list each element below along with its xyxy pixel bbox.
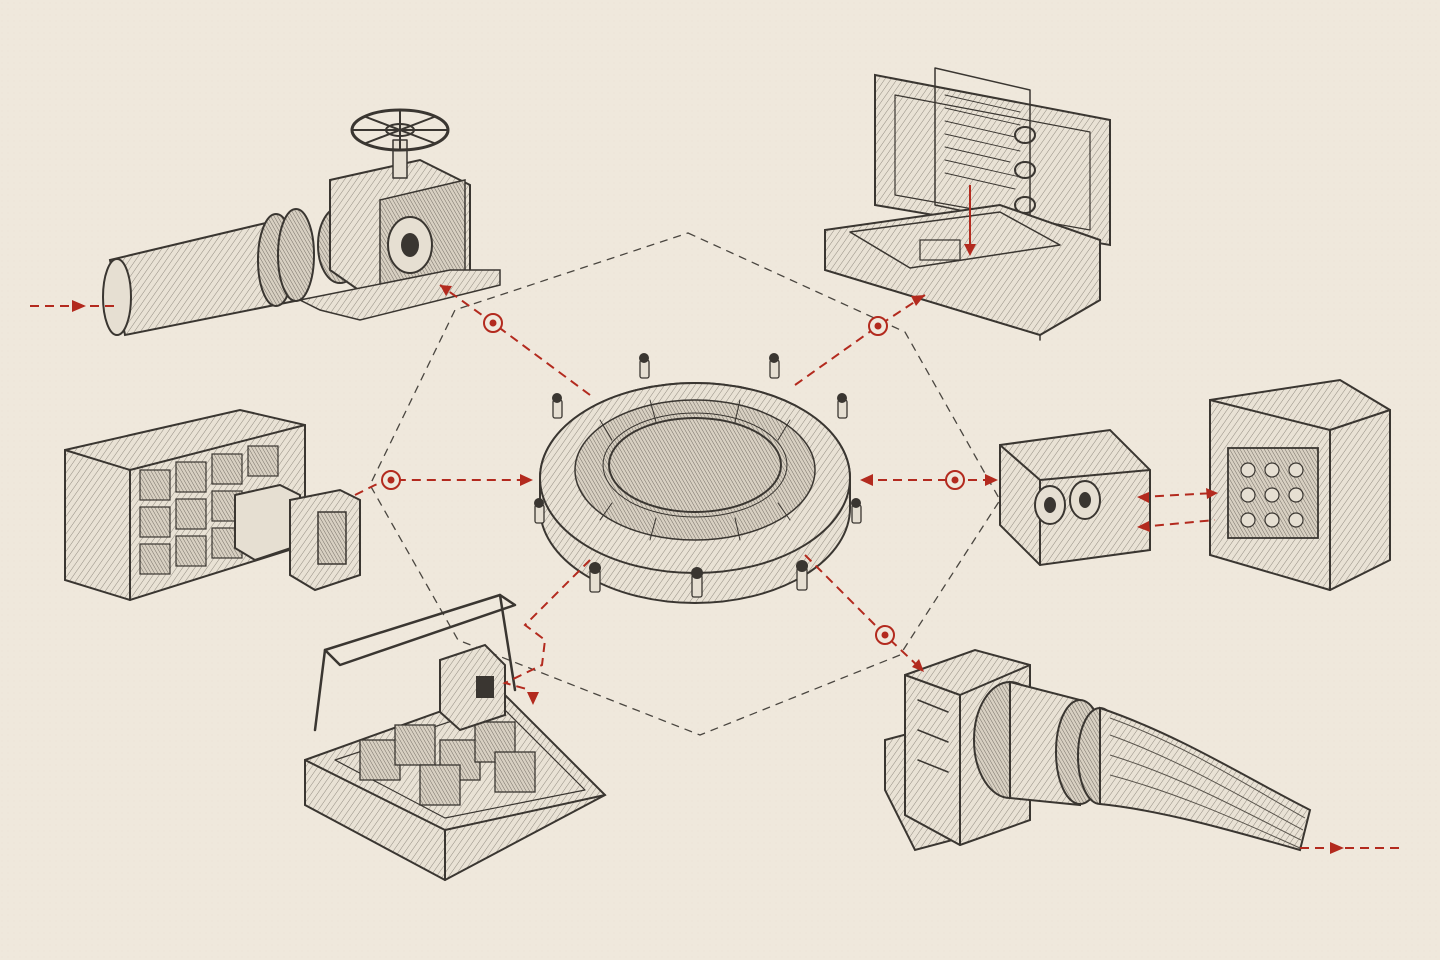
document-binder-case[interactable] — [824, 67, 1111, 341]
crate-with-cubes[interactable] — [304, 593, 607, 882]
node-marker-binder[interactable] — [868, 316, 888, 336]
flow-hub-crate — [502, 559, 591, 691]
cell-rack-cabinet[interactable] — [64, 408, 361, 602]
node-markers — [381, 313, 965, 645]
flow-module-panel-top — [1139, 492, 1216, 498]
connector-module-panel[interactable] — [999, 378, 1391, 592]
outlet-coupling-hose[interactable] — [884, 648, 1312, 852]
flow-module-panel-bottom — [1139, 519, 1216, 528]
inlet-valve-pipe[interactable] — [102, 108, 501, 337]
node-marker-coupling[interactable] — [875, 625, 895, 645]
node-marker-rack[interactable] — [381, 470, 401, 490]
hexagon-frame — [369, 232, 1001, 736]
node-marker-module[interactable] — [945, 470, 965, 490]
flow-hub-binder — [794, 294, 926, 386]
inlet-arrow-icon — [72, 300, 86, 312]
outlet-arrow-icon — [1330, 842, 1344, 854]
node-marker-valve[interactable] — [483, 313, 503, 333]
ring-hub[interactable] — [534, 353, 862, 604]
